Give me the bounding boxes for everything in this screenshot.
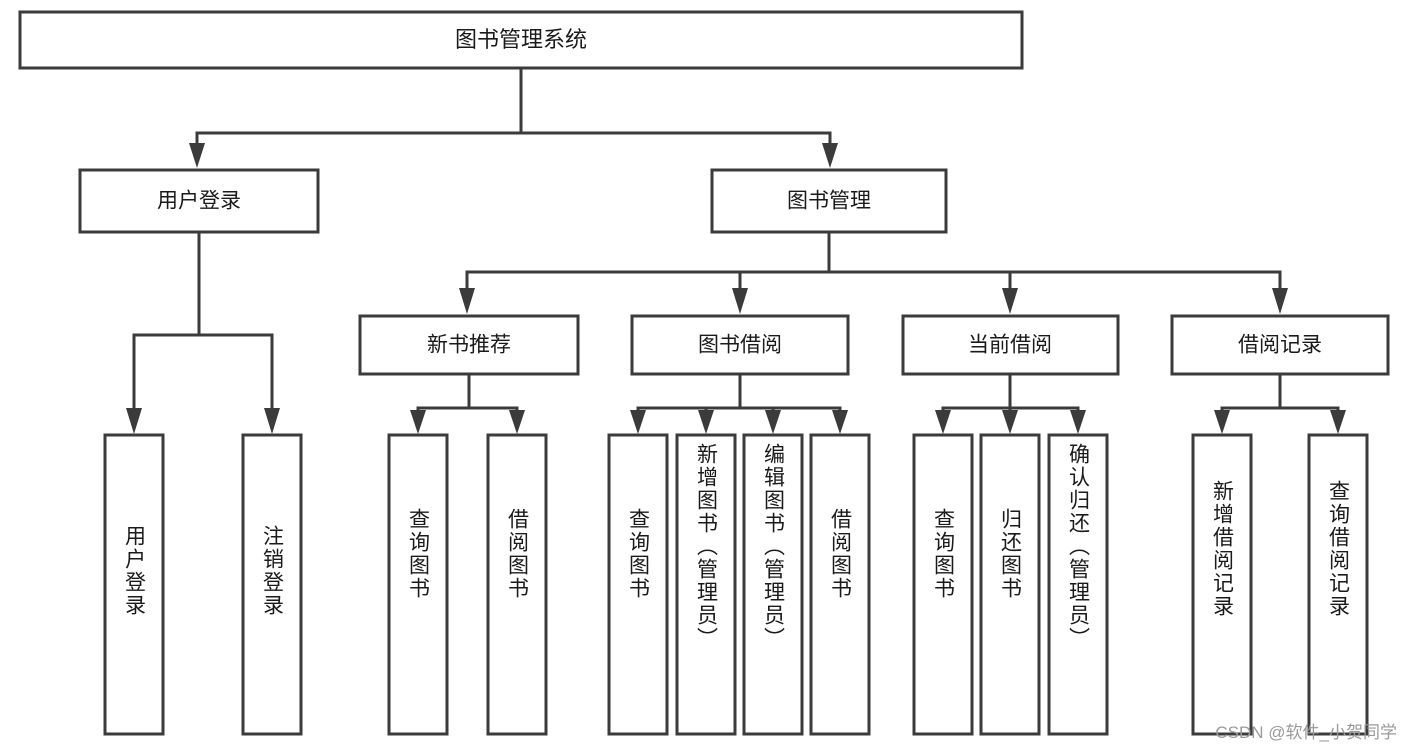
node-book-borrow-box[interactable] xyxy=(630,314,850,376)
node-borrow-record[interactable]: 借阅记录 xyxy=(1170,314,1390,376)
leaf-box-10[interactable] xyxy=(979,433,1041,736)
node-root-box[interactable] xyxy=(18,10,1024,70)
arrow-head-icon xyxy=(1002,410,1018,434)
arrow-head-icon xyxy=(1002,288,1018,314)
node-new-book-rec[interactable]: 新书推荐 xyxy=(358,314,580,376)
arrow-head-icon xyxy=(732,288,748,314)
node-book-borrow[interactable]: 图书借阅 xyxy=(630,314,850,376)
arrow-head-icon xyxy=(822,143,838,168)
node-book-manage-box[interactable] xyxy=(710,168,948,234)
leaf-box-7[interactable] xyxy=(742,433,804,736)
leaf-box-13[interactable] xyxy=(1307,433,1369,736)
node-current-borrow-label: 当前借阅 xyxy=(968,334,1052,357)
leaf-box-11[interactable] xyxy=(1047,433,1109,736)
arrow-head-icon xyxy=(698,410,714,434)
node-root-label: 图书管理系统 xyxy=(455,27,587,52)
watermark-text: CSDN @软件_小贺同学 xyxy=(1215,723,1397,742)
node-current-borrow[interactable]: 当前借阅 xyxy=(901,314,1120,376)
arrow-head-icon xyxy=(410,410,426,434)
node-user-login-label: 用户登录 xyxy=(157,190,241,213)
arrow-head-icon xyxy=(509,410,525,434)
arrow-head-icon xyxy=(1272,288,1288,314)
arrow-head-icon xyxy=(126,408,142,434)
arrow-head-icon xyxy=(630,410,646,434)
node-book-borrow-label: 图书借阅 xyxy=(698,334,782,357)
leaf-box-4[interactable] xyxy=(486,433,548,736)
arrow-head-icon xyxy=(1214,410,1230,434)
leaf-box-12[interactable] xyxy=(1191,433,1253,736)
node-book-manage[interactable]: 图书管理 xyxy=(710,168,948,234)
leaf-box-5[interactable] xyxy=(607,433,669,736)
node-book-manage-label: 图书管理 xyxy=(787,190,871,213)
node-new-book-rec-label: 新书推荐 xyxy=(427,334,511,357)
node-borrow-record-box[interactable] xyxy=(1170,314,1390,376)
arrow-head-icon xyxy=(459,288,475,314)
arrow-head-icon xyxy=(264,408,280,434)
arrow-head-icon xyxy=(935,410,951,434)
leaf-box-2[interactable] xyxy=(241,433,303,736)
leaf-box-3[interactable] xyxy=(387,433,449,736)
arrow-head-icon xyxy=(765,410,781,434)
node-user-login[interactable]: 用户登录 xyxy=(78,168,320,234)
node-root[interactable]: 图书管理系统 xyxy=(18,10,1024,70)
arrow-head-icon xyxy=(1330,410,1346,434)
leaf-box-8[interactable] xyxy=(809,433,871,736)
node-new-book-rec-box[interactable] xyxy=(358,314,580,376)
leaf-box-6[interactable] xyxy=(675,433,737,736)
arrow-head-icon xyxy=(189,143,205,168)
arrow-head-icon xyxy=(1070,410,1086,434)
arrow-head-icon xyxy=(832,410,848,434)
node-current-borrow-box[interactable] xyxy=(901,314,1120,376)
leaf-box-1[interactable] xyxy=(103,433,165,736)
node-borrow-record-label: 借阅记录 xyxy=(1238,334,1322,357)
leaf-box-9[interactable] xyxy=(912,433,974,736)
